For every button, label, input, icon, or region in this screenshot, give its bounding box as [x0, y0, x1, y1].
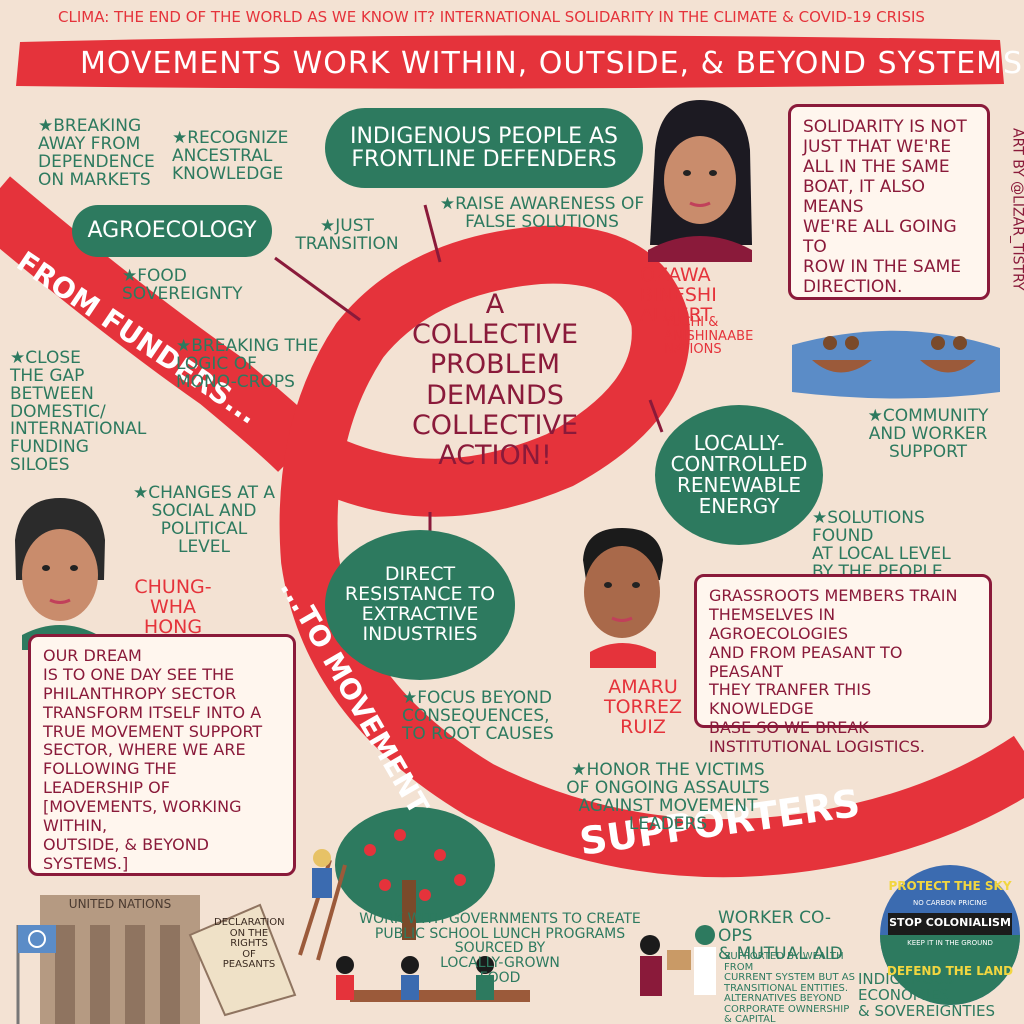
- note-local: ★SOLUTIONS FOUND AT LOCAL LEVEL BY THE P…: [812, 508, 951, 582]
- note-awareness: ★RAISE AWARENESS OF FALSE SOLUTIONS: [439, 194, 645, 232]
- star-icon: ★: [571, 760, 587, 780]
- school-lunch-illustration: [336, 956, 530, 1002]
- ozawa-portrait: [648, 100, 752, 262]
- note-markets: ★BREAKING AWAY FROM DEPENDENCE ON MARKET…: [38, 116, 155, 190]
- amaru-portrait: [583, 528, 663, 668]
- connector-renew: [648, 399, 664, 433]
- star-icon: ★: [172, 128, 188, 148]
- note-schools: WORK WITH GOVERNMENTS TO CREATE PUBLIC S…: [359, 911, 641, 986]
- header-title: MOVEMENTS WORK WITHIN, OUTSIDE, & BEYOND…: [80, 46, 1024, 81]
- note-honor: ★HONOR THE VICTIMS OF ONGOING ASSAULTS A…: [566, 760, 770, 834]
- ribbon-loop: [279, 225, 1024, 878]
- header-subtitle: CLIMA: THE END OF THE WORLD AS WE KNOW I…: [58, 8, 925, 26]
- boats-illustration: [792, 330, 1000, 399]
- center-message: A COLLECTIVE PROBLEM DEMANDS COLLECTIVE …: [411, 289, 579, 472]
- note-focus: ★FOCUS BEYOND CONSEQUENCES, TO ROOT CAUS…: [402, 688, 554, 744]
- star-icon: ★: [176, 336, 192, 356]
- star-icon: ★: [439, 194, 456, 214]
- blob-resistance: DIRECT RESISTANCE TO EXTRACTIVE INDUSTRI…: [325, 530, 515, 680]
- un-building-illustration: [16, 895, 297, 1024]
- note-food: ★FOOD SOVEREIGNTY: [122, 266, 243, 304]
- star-icon: ★: [867, 406, 883, 426]
- connector-agro: [274, 256, 361, 322]
- star-icon: ★: [10, 348, 26, 368]
- un-sign: UNITED NATIONS: [68, 897, 172, 911]
- blob-renewable: LOCALLY- CONTROLLED RENEWABLE ENERGY: [655, 405, 823, 545]
- connector-indig: [423, 204, 442, 263]
- badge-main: STOP COLONIALISM: [889, 916, 1011, 929]
- title-banner: [16, 35, 1004, 89]
- star-icon: ★: [122, 266, 138, 286]
- star-icon: ★: [402, 688, 418, 708]
- amaru-quote-bubble: GRASSROOTS MEMBERS TRAIN THEMSELVES IN A…: [694, 574, 992, 756]
- badge-small-bottom: KEEP IT IN THE GROUND: [907, 939, 993, 947]
- note-supported: SUPPORTED BY WEALTH FROM CURRENT SYSTEM …: [724, 951, 855, 1024]
- coop-illustration: [640, 925, 716, 996]
- star-icon: ★: [812, 508, 828, 528]
- chung-portrait: [15, 498, 105, 650]
- ribbon-from-band: [0, 176, 322, 473]
- note-economies: INDIGENOUS ECONOMIES & SOVEREIGNTIES: [858, 970, 996, 1020]
- note-ancestral: ★RECOGNIZE ANCESTRAL KNOWLEDGE: [172, 128, 289, 184]
- note-community: ★COMMUNITY AND WORKER SUPPORT: [867, 406, 989, 462]
- apple-tree-illustration: [298, 807, 495, 961]
- chung-quote-bubble: OUR DREAM IS TO ONE DAY SEE THE PHILANTH…: [28, 634, 296, 876]
- note-coops: WORKER CO-OPS & MUTUAL AID: [718, 908, 843, 964]
- badge-bottom: DEFEND THE LAND: [886, 964, 1014, 978]
- ozawa-quote-bubble: SOLIDARITY IS NOT JUST THAT WE'RE ALL IN…: [788, 104, 990, 300]
- badge-illustration: [880, 865, 1020, 1005]
- blob-indigenous: INDIGENOUS PEOPLE AS FRONTLINE DEFENDERS: [325, 108, 643, 188]
- ozawa-name: OZAWA BINESHI ALBERT: [640, 264, 717, 326]
- star-icon: ★: [38, 116, 54, 136]
- blob-agroecology: AGROECOLOGY: [72, 205, 272, 257]
- note-gap: ★CLOSE THE GAP BETWEEN DOMESTIC/ INTERNA…: [10, 348, 147, 476]
- note-monocrops: ★BREAKING THE LOGIC OF MONO-CROPS: [176, 336, 319, 392]
- star-icon: ★: [320, 216, 336, 236]
- peasants-declaration-scroll: DECLARATION ON THE RIGHTS OF PEASANTS: [214, 917, 285, 970]
- note-transition: ★JUST TRANSITION: [295, 216, 399, 254]
- art-credit: ART BY @LIZAR_TISTRY: [1009, 128, 1024, 291]
- chung-name: CHUNG-WHA HONG: [134, 576, 212, 638]
- ozawa-affiliation: YUCHI & ANISHINAABE NATIONS: [664, 315, 754, 358]
- badge-small-top: NO CARBON PRICING: [913, 899, 987, 907]
- badge-top: PROTECT THE SKY: [888, 879, 1012, 893]
- star-icon: ★: [132, 483, 149, 503]
- amaru-name: AMARU TORREZ RUIZ: [604, 676, 682, 738]
- note-social: ★CHANGES AT A SOCIAL AND POLITICAL LEVEL: [132, 483, 276, 557]
